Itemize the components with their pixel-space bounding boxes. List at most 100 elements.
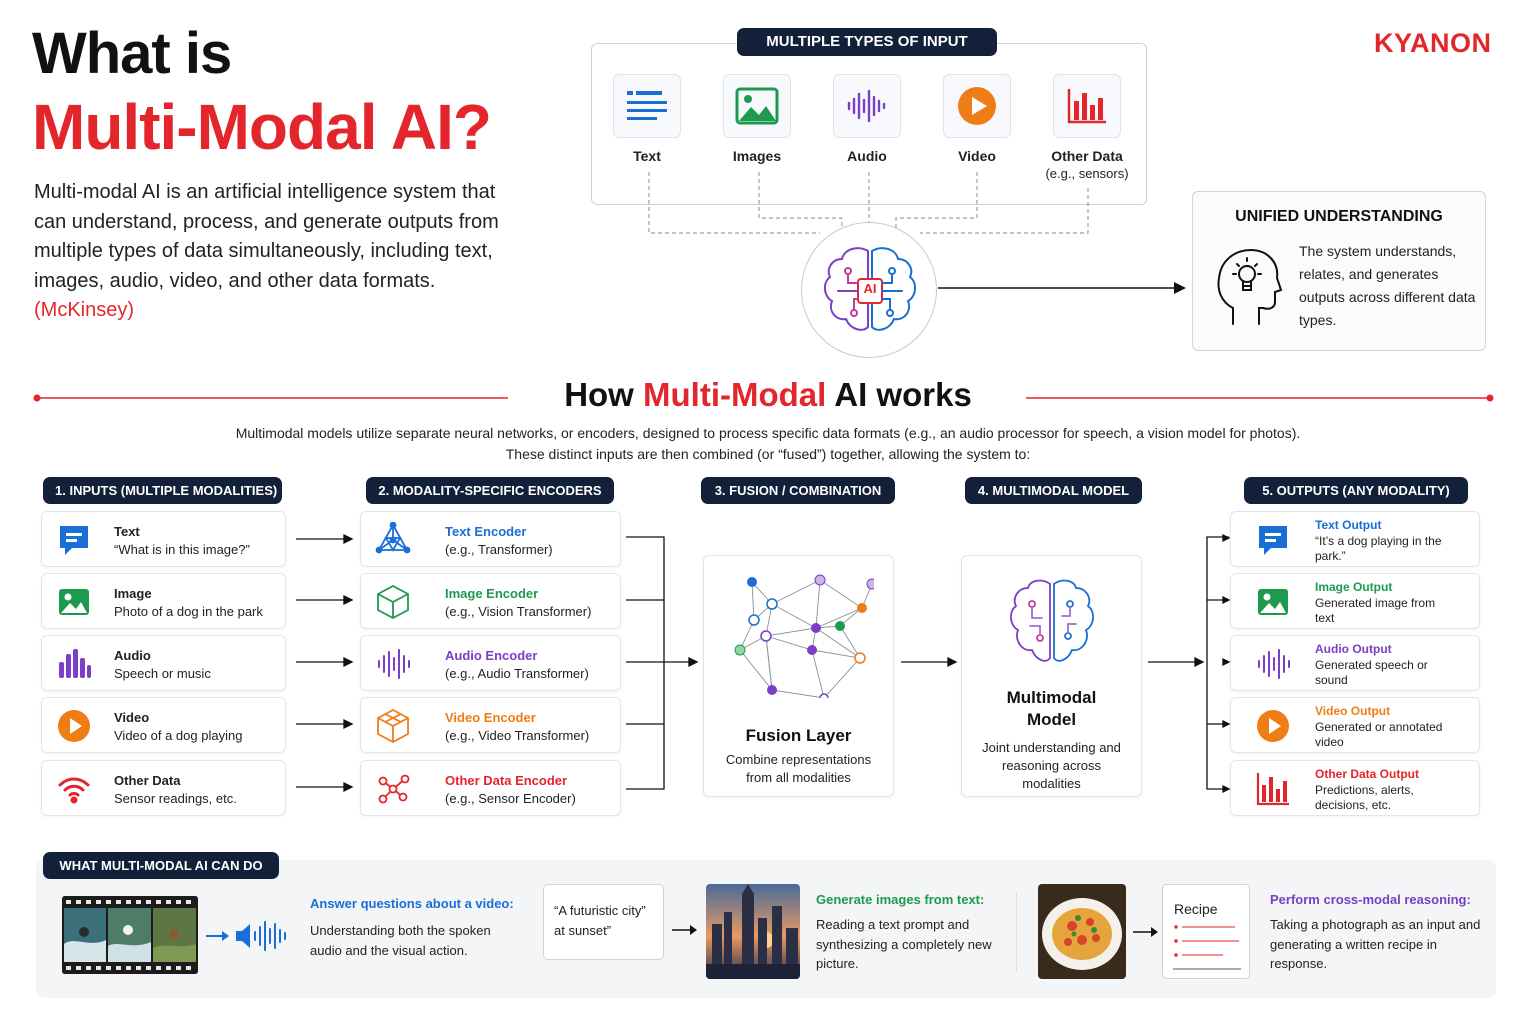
bar-chart-icon — [1256, 773, 1289, 806]
kyanon-logo: KYANON — [1374, 28, 1492, 58]
how-title-post: AI works — [826, 376, 972, 413]
audio-wave-icon — [378, 649, 410, 679]
input-type-audio: Audio — [807, 74, 927, 165]
can-do-body: Reading a text prompt and synthesizing a… — [816, 917, 992, 971]
cube-icon — [377, 584, 409, 620]
arrow-right-icon — [1133, 927, 1158, 937]
how-title-pre: How — [564, 376, 644, 413]
audio-speaker-wave-icon — [236, 921, 286, 951]
input-title: Text — [114, 524, 140, 539]
bar-chart-icon — [1053, 74, 1121, 138]
input-card-audio: Audio Speech or music — [41, 635, 286, 691]
page-title-line1: What is — [32, 21, 232, 86]
input-connectors — [648, 172, 1186, 294]
can-do-item-cross-modal: Perform cross-modal reasoning: Taking a … — [1270, 891, 1485, 974]
encoder-title: Video Encoder — [445, 710, 536, 725]
input-type-label: Other Data — [1051, 148, 1123, 164]
output-desc: Generated image from text — [1315, 596, 1436, 625]
recipe-lines — [1173, 925, 1241, 970]
input-type-other-data: Other Data (e.g., sensors) — [1027, 74, 1147, 183]
can-do-body: Taking a photograph as an input and gene… — [1270, 917, 1481, 971]
encoder-title: Image Encoder — [445, 586, 539, 601]
encoder-card-image: Image Encoder (e.g., Vision Transformer) — [360, 573, 621, 629]
section-divider — [33, 394, 1494, 402]
encoder-desc: (e.g., Transformer) — [445, 542, 553, 557]
pipeline-arrows — [296, 533, 1231, 794]
head-lightbulb-icon — [1213, 244, 1283, 333]
input-desc: Sensor readings, etc. — [114, 791, 237, 806]
output-desc: Generated speech or sound — [1315, 658, 1428, 687]
can-do-item-video-qa: Answer questions about a video: Understa… — [310, 895, 525, 960]
play-icon — [943, 74, 1011, 138]
unified-title: UNIFIED UNDERSTANDING — [1235, 208, 1443, 225]
encoder-card-audio: Audio Encoder (e.g., Audio Transformer) — [360, 635, 621, 691]
encoder-desc: (e.g., Audio Transformer) — [445, 666, 589, 681]
encoder-desc: (e.g., Vision Transformer) — [445, 604, 592, 619]
col-header-inputs: 1. INPUTS (MULTIPLE MODALITIES) — [43, 477, 282, 504]
output-card-video: Video Output Generated or annotated vide… — [1230, 697, 1480, 753]
recipe-document: Recipe — [1162, 884, 1250, 979]
input-title: Video — [114, 710, 150, 725]
wifi-icon — [58, 777, 90, 804]
can-do-heading: Perform cross-modal reasoning: — [1270, 892, 1471, 907]
can-do-item-text-to-image: Generate images from text: Reading a tex… — [816, 891, 1001, 974]
can-do-body: Understanding both the spoken audio and … — [310, 923, 491, 958]
output-desc: “It’s a dog playing in the park.” — [1315, 534, 1442, 563]
output-title: Image Output — [1315, 580, 1393, 594]
image-icon — [723, 74, 791, 138]
encoder-title: Text Encoder — [445, 524, 527, 539]
fusion-desc: Combine representations from all modalit… — [725, 752, 872, 785]
output-title: Other Data Output — [1315, 767, 1419, 781]
audio-wave-icon — [833, 74, 901, 138]
output-card-text: Text Output “It’s a dog playing in the p… — [1230, 511, 1480, 567]
prompt-text: “A futuristic city” at sunset” — [554, 903, 646, 938]
encoder-desc: (e.g., Video Transformer) — [445, 728, 590, 743]
input-card-text: Text “What is in this image?” — [41, 511, 286, 567]
play-icon — [1257, 710, 1289, 742]
prompt-card: “A futuristic city” at sunset” — [543, 884, 664, 960]
how-description-line2: These distinct inputs are then combined … — [505, 446, 1031, 462]
input-desc: Photo of a dog in the park — [114, 604, 263, 619]
audio-bars-icon — [59, 649, 91, 678]
how-description-line1: Multimodal models utilize separate neura… — [235, 425, 1301, 441]
model-desc: Joint understanding and reasoning across… — [982, 740, 1121, 791]
encoder-card-video: Video Encoder (e.g., Video Transformer) — [360, 697, 621, 753]
input-type-images: Images — [697, 74, 817, 165]
intro-source-link[interactable]: (McKinsey) — [34, 299, 135, 321]
input-card-image: Image Photo of a dog in the park — [41, 573, 286, 629]
input-title: Audio — [114, 648, 151, 663]
chat-icon — [60, 526, 88, 555]
encoder-card-text: Text Encoder (e.g., Transformer) — [360, 511, 621, 567]
input-types-title: MULTIPLE TYPES OF INPUT — [737, 28, 997, 56]
brain-icon — [1009, 579, 1094, 662]
generated-city-image — [706, 884, 800, 979]
input-type-sublabel: (e.g., sensors) — [1045, 166, 1129, 181]
output-title: Audio Output — [1315, 642, 1392, 656]
input-type-text: Text — [587, 74, 707, 165]
nodes-icon — [378, 774, 410, 804]
image-icon — [1258, 589, 1288, 615]
arrow-right-icon — [206, 931, 229, 941]
multimodal-model-card: Multimodal Model Joint understanding and… — [961, 555, 1142, 797]
how-title-accent: Multi-Modal — [643, 376, 827, 413]
input-type-label: Audio — [847, 148, 887, 164]
arrow-right-icon — [672, 925, 697, 935]
output-card-other-data: Other Data Output Predictions, alerts, d… — [1230, 760, 1480, 816]
cube-icon — [377, 708, 409, 744]
fusion-title: Fusion Layer — [745, 726, 852, 745]
input-card-video: Video Video of a dog playing — [41, 697, 286, 753]
fusion-network-icon — [734, 574, 877, 703]
input-title: Other Data — [114, 773, 181, 788]
encoder-card-other-data: Other Data Encoder (e.g., Sensor Encoder… — [360, 760, 621, 816]
audio-wave-icon — [1258, 649, 1290, 679]
play-icon — [58, 710, 90, 742]
input-desc: Speech or music — [114, 666, 211, 681]
input-type-label: Video — [958, 148, 996, 164]
page-title-line2: Multi-Modal AI? — [32, 91, 492, 163]
can-do-divider — [1016, 892, 1017, 972]
intro-paragraph: Multi-modal AI is an artificial intellig… — [34, 178, 504, 326]
input-desc: Video of a dog playing — [114, 728, 243, 743]
encoder-title: Audio Encoder — [445, 648, 538, 663]
input-type-label: Images — [732, 148, 782, 164]
output-title: Video Output — [1315, 704, 1391, 718]
